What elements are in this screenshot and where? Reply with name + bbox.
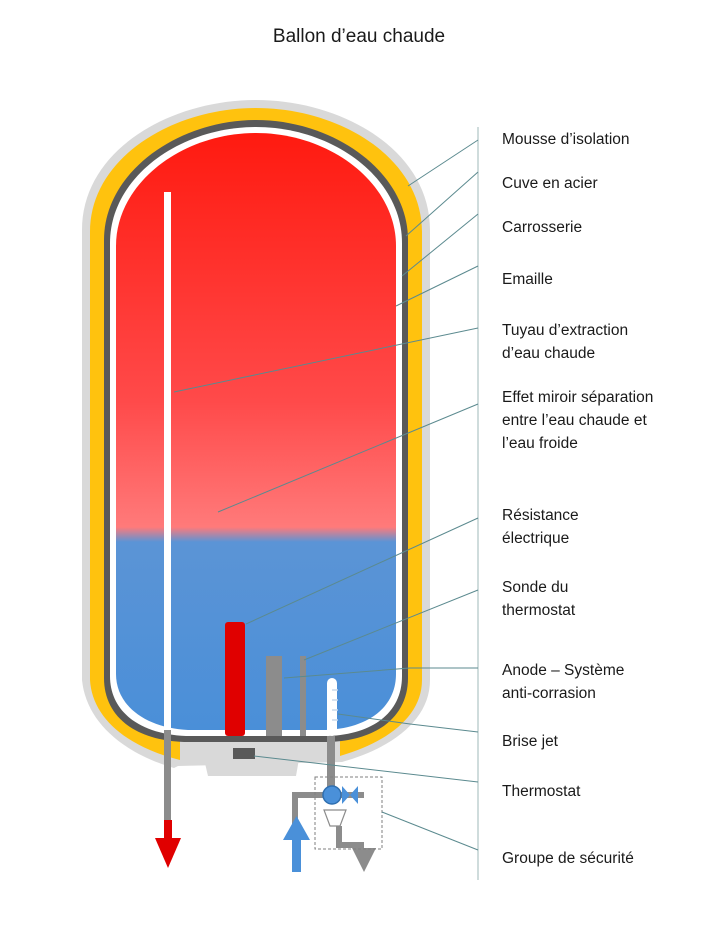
leader-tuyau bbox=[173, 327, 479, 393]
leader-sonde bbox=[303, 589, 479, 661]
hot-outlet-pipe bbox=[164, 730, 171, 840]
brise-jet bbox=[327, 678, 337, 736]
anode bbox=[266, 656, 282, 736]
cold-inlet-pipe bbox=[327, 736, 335, 792]
label-effet-miroir: Effet miroir séparation entre l’eau chau… bbox=[502, 389, 654, 452]
label-thermostat: Thermostat bbox=[502, 783, 581, 800]
leader-thermostat bbox=[253, 755, 479, 783]
safety-valve bbox=[322, 785, 342, 805]
leader-cuve bbox=[405, 171, 479, 237]
label-emaille: Emaille bbox=[502, 271, 553, 288]
electric-resistance bbox=[225, 622, 245, 736]
hot-water-arrow bbox=[155, 838, 181, 868]
safety-group-box bbox=[314, 776, 383, 850]
leader-brise bbox=[337, 713, 479, 733]
drain-arrow bbox=[352, 848, 376, 872]
cold-water-pipe bbox=[292, 828, 301, 872]
label-anode: Anode – Système anti-corrasion bbox=[502, 662, 625, 702]
valve-body bbox=[342, 786, 358, 804]
leader-mousse bbox=[407, 139, 479, 187]
leader-miroir bbox=[217, 403, 479, 513]
drain-pipe bbox=[336, 826, 364, 848]
leader-emaille bbox=[395, 265, 479, 307]
cold-water-arrow bbox=[283, 816, 310, 840]
label-brise-jet: Brise jet bbox=[502, 733, 558, 750]
leader-anode bbox=[283, 667, 478, 679]
label-resistance-electrique: Résistance électrique bbox=[502, 507, 579, 547]
leader-groupe bbox=[381, 811, 479, 851]
leader-carrosserie bbox=[401, 213, 479, 277]
thermostat-probe bbox=[300, 656, 306, 736]
label-mousse-isolation: Mousse d’isolation bbox=[502, 131, 630, 148]
funnel bbox=[323, 809, 347, 827]
label-tuyau-extraction: Tuyau d’extraction d’eau chaude bbox=[502, 322, 629, 362]
label-cuve-acier: Cuve en acier bbox=[502, 175, 598, 192]
leader-resistance bbox=[245, 517, 479, 625]
label-sonde-thermostat: Sonde du thermostat bbox=[502, 579, 576, 619]
label-carrosserie: Carrosserie bbox=[502, 219, 583, 236]
diagram-title: Ballon d’eau chaude bbox=[272, 26, 446, 47]
water-volume bbox=[116, 133, 396, 730]
label-groupe-securite: Groupe de sécurité bbox=[502, 850, 634, 867]
hot-water-pipe bbox=[164, 192, 171, 732]
thermostat-box bbox=[233, 748, 255, 759]
